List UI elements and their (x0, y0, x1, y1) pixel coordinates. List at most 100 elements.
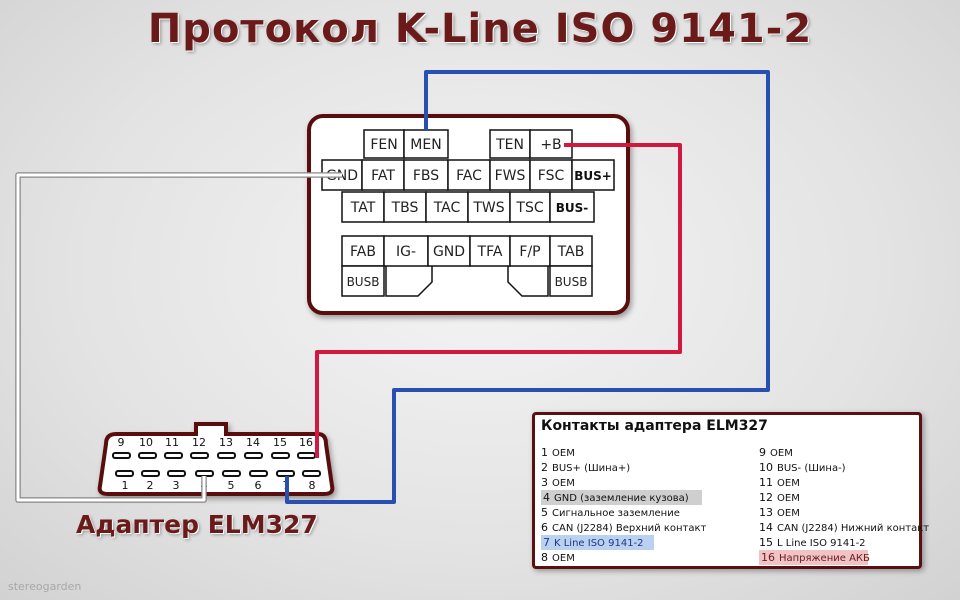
obd-pin-number-15: 15 (273, 436, 287, 449)
legend-title: Контакты адаптера ELM327 (541, 418, 768, 434)
obd-pin-number-2: 2 (147, 479, 154, 492)
legend-text: OEM (552, 448, 575, 459)
obd-pin-slot-3 (167, 470, 186, 477)
obd-pin-slot-8 (302, 470, 321, 477)
obd-pin-number-14: 14 (246, 436, 260, 449)
pin-cell-busb-1: BUSB (341, 265, 385, 297)
legend-row-12: 12 OEM (759, 490, 929, 505)
obd-pin-slot-9 (112, 452, 131, 459)
pin-label-ig-minus: IG- (396, 244, 416, 260)
legend-text: Напряжение АКБ (779, 553, 870, 564)
pin-cell-fp: F/P (509, 235, 551, 267)
obd-pin-slot-15 (271, 452, 290, 459)
obd-pin-number-12: 12 (192, 436, 206, 449)
pin-cell-fat: FAT (361, 159, 405, 191)
pin-label-bus-minus: BUS- (556, 201, 589, 215)
connector-key-left (385, 266, 433, 297)
obd-pin-number-1: 1 (122, 479, 129, 492)
obd-pin-slot-14 (244, 452, 263, 459)
pin-label-fbs: FBS (413, 168, 439, 184)
legend-num: 6 (541, 521, 548, 534)
obd-pin-number-16: 16 (299, 436, 313, 449)
legend-text: OEM (777, 493, 800, 504)
legend-text: CAN (J2284) Нижний контакт (777, 523, 930, 534)
pin-label-fws: FWS (495, 168, 526, 184)
legend-num: 4 (543, 491, 550, 504)
pin-cell-bus-plus: BUS+ (571, 159, 615, 191)
pin-cell-tws: TWS (467, 191, 511, 223)
legend-row-1: 1 OEM (541, 445, 706, 460)
pin-cell-fws: FWS (489, 159, 531, 191)
obd-pin-number-3: 3 (173, 479, 180, 492)
pin-label-fp: F/P (519, 244, 540, 260)
legend-row-2: 2 BUS+ (Шина+) (541, 460, 706, 475)
pin-label-fab: FAB (350, 244, 376, 260)
obd-pin-slot-11 (164, 452, 183, 459)
obd-pin-slot-7 (276, 470, 295, 477)
pin-label-busb-1: BUSB (347, 275, 380, 289)
pin-cell-ten: TEN (489, 129, 531, 159)
legend-row-15: 15 L Line ISO 9141-2 (759, 535, 929, 550)
wire-kline-blue (285, 70, 770, 504)
legend-num: 9 (759, 446, 766, 459)
pin-label-tat: TAT (350, 200, 376, 216)
legend-text: OEM (552, 553, 575, 564)
obd-bottom-pin-slots (115, 470, 321, 477)
pin-label-tac: TAC (433, 200, 461, 216)
page-title: Протокол K-Line ISO 9141-2 (147, 6, 813, 52)
wire-ground-white (16, 173, 342, 502)
obd-pin-slot-12 (190, 452, 209, 459)
obd-pin-number-13: 13 (219, 436, 233, 449)
pin-cell-fbs: FBS (403, 159, 449, 191)
obd-pin-slot-5 (222, 470, 241, 477)
adapter-label: Адаптер ELM327 (76, 510, 318, 539)
obd-pin-number-6: 6 (255, 479, 262, 492)
obd-pin-slot-2 (141, 470, 160, 477)
obd-pin-number-9: 9 (118, 436, 125, 449)
pin-cell-men: MEN (403, 129, 449, 159)
pin-cell-ig-minus: IG- (383, 235, 429, 267)
obd-pin-slot-16 (297, 452, 316, 459)
legend-text: BUS+ (Шина+) (552, 463, 631, 474)
legend-text: Сигнальное заземление (552, 508, 680, 519)
watermark: stereogarden (8, 580, 82, 593)
wire-power-red (315, 143, 682, 458)
legend-num: 1 (541, 446, 548, 459)
legend-num: 12 (759, 491, 773, 504)
connector-key-right (507, 266, 549, 297)
pin-label-tfa: TFA (477, 244, 503, 260)
pin-label-plus-b: +B (540, 137, 561, 153)
pin-label-busb-2: BUSB (555, 275, 588, 289)
pin-cell-tab: TAB (549, 235, 593, 267)
legend-row-14: 14 CAN (J2284) Нижний контакт (759, 520, 929, 535)
pin-cell-tsc: TSC (509, 191, 551, 223)
pin-label-tws: TWS (472, 200, 504, 216)
legend-text: L Line ISO 9141-2 (777, 538, 866, 549)
legend-num: 14 (759, 521, 773, 534)
pin-label-tbs: TBS (391, 200, 419, 216)
pin-label-tab: TAB (557, 244, 585, 260)
obd-pin-slot-4 (195, 470, 214, 477)
legend-num: 7 (543, 536, 550, 549)
pin-cell-fen: FEN (363, 129, 405, 159)
obd-pin-slot-13 (217, 452, 236, 459)
pin-cell-tbs: TBS (383, 191, 427, 223)
obd-top-pin-numbers: 9 10 11 12 13 14 15 16 (118, 436, 314, 449)
legend-text: GND (заземление кузова) (554, 493, 689, 504)
obd-pin-number-11: 11 (165, 436, 179, 449)
legend-num: 15 (759, 536, 773, 549)
pin-label-ten: TEN (495, 137, 524, 153)
legend-row-4-highlighted: 4 GND (заземление кузова) (541, 490, 702, 505)
pin-cell-busb-2: BUSB (549, 265, 593, 297)
obd-pin-number-8: 8 (309, 479, 316, 492)
legend-num: 2 (541, 461, 548, 474)
